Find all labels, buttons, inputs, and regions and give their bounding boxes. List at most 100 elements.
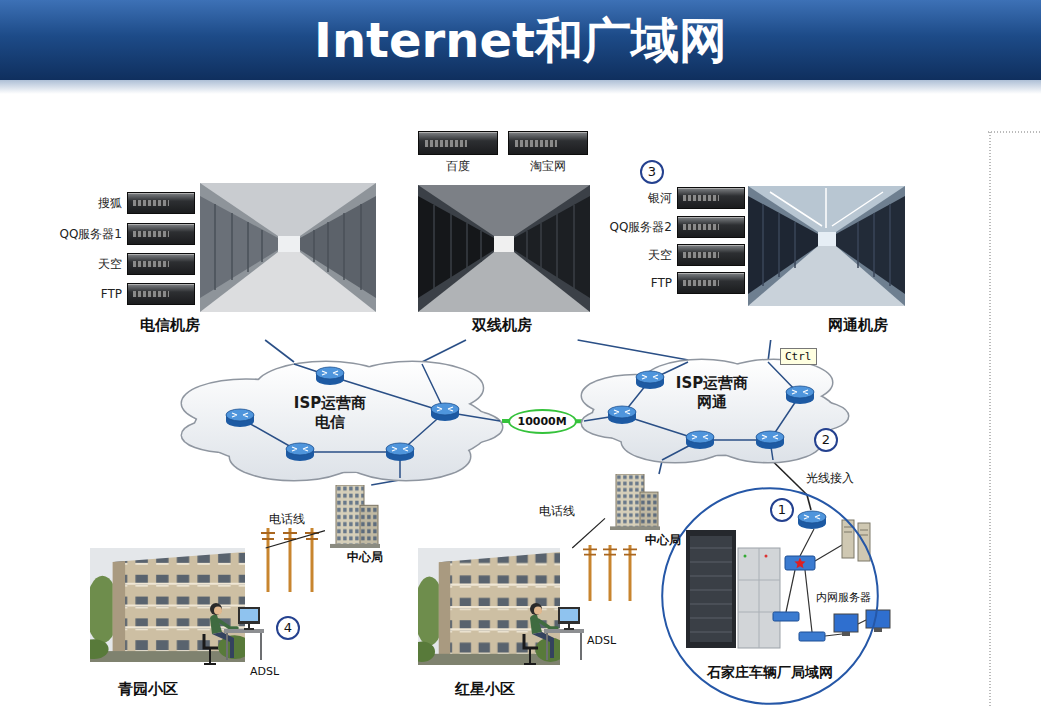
server-icon bbox=[677, 272, 745, 294]
room-photo bbox=[836, 196, 905, 294]
connector bbox=[422, 340, 466, 362]
adsl-user bbox=[524, 603, 584, 664]
edge-label: 电话线 bbox=[267, 512, 307, 527]
server-room-label: 双线机房 bbox=[412, 316, 592, 335]
residential-area: 青园小区 bbox=[88, 548, 275, 700]
central-office: 中心局 bbox=[605, 474, 695, 548]
router-icon bbox=[226, 367, 814, 461]
tooltip: Ctrl bbox=[780, 348, 817, 365]
cloud-fill bbox=[715, 421, 821, 462]
server-room-label: 网通机房 bbox=[828, 316, 888, 335]
telephone-pole bbox=[623, 545, 637, 601]
router-icon bbox=[636, 371, 664, 389]
cloud-outline bbox=[342, 433, 470, 480]
room-photo bbox=[748, 186, 905, 306]
server-room-label: 电信机房 bbox=[140, 316, 200, 335]
server-room: 电信机房 搜狐 QQ服务器1 天空 FTP bbox=[48, 176, 382, 340]
server-label: 天空 bbox=[50, 256, 122, 273]
lan-equipment bbox=[738, 548, 780, 648]
server-label: FTP bbox=[50, 287, 122, 301]
lan-equipment bbox=[773, 612, 799, 621]
room-photo bbox=[278, 236, 300, 252]
device-label: ADSL bbox=[587, 634, 616, 647]
intranet-server: 内网服务器 bbox=[812, 518, 874, 606]
telephone-pole bbox=[583, 545, 597, 601]
cloud-fill bbox=[342, 433, 470, 480]
router-icon bbox=[686, 431, 714, 449]
callout-number: 1 bbox=[770, 498, 794, 522]
adsl-user bbox=[204, 603, 584, 664]
room-photo bbox=[300, 196, 376, 298]
connector bbox=[572, 518, 605, 548]
apartment-photo bbox=[409, 548, 566, 665]
server-icon bbox=[127, 253, 195, 275]
server: 百度 bbox=[418, 131, 498, 181]
router-icon bbox=[226, 409, 254, 427]
room-photo bbox=[200, 183, 376, 312]
telephone-pole bbox=[283, 528, 297, 592]
cloud-fill bbox=[182, 419, 272, 452]
server: QQ服务器1 bbox=[50, 222, 195, 246]
room-photo bbox=[215, 204, 361, 290]
room-photo bbox=[770, 188, 883, 228]
lan-equipment bbox=[874, 628, 882, 632]
callout-number: 3 bbox=[640, 160, 664, 184]
router-icon bbox=[316, 367, 344, 385]
server-label: QQ服务器2 bbox=[600, 219, 672, 236]
lan-equipment bbox=[798, 511, 826, 529]
central-office-building bbox=[330, 485, 380, 548]
lan-equipment bbox=[686, 530, 736, 648]
lan-equipment bbox=[765, 555, 768, 558]
edge-label: 光线接入 bbox=[804, 471, 856, 486]
telephone-pole bbox=[305, 528, 319, 592]
room-photo bbox=[763, 204, 890, 286]
router-icon bbox=[431, 403, 459, 421]
cloud-outline bbox=[715, 421, 821, 462]
server-label: QQ服务器1 bbox=[50, 226, 122, 243]
server-icon bbox=[127, 223, 195, 245]
room-photo bbox=[434, 205, 574, 290]
central-office-label: 中心局 bbox=[347, 549, 383, 566]
server: 天空 bbox=[600, 243, 745, 267]
cloud-outline bbox=[182, 362, 502, 480]
callout-number: 2 bbox=[814, 428, 838, 452]
header-bar bbox=[0, 0, 1041, 80]
telephone-pole bbox=[603, 545, 617, 601]
server-label: 百度 bbox=[418, 158, 498, 175]
title: Internet和广域网 bbox=[0, 0, 1041, 80]
edge-label: 10000M bbox=[508, 409, 577, 434]
lan-equipment bbox=[794, 558, 805, 569]
isp-cloud-label: ISP运营商 电信 bbox=[288, 394, 372, 432]
connector bbox=[265, 340, 294, 362]
router-icon bbox=[386, 443, 414, 461]
room-photo bbox=[418, 185, 590, 312]
residential-area-label: 青园小区 bbox=[118, 680, 178, 699]
central-office-building bbox=[330, 474, 660, 548]
router-link bbox=[240, 362, 800, 478]
server: 搜狐 bbox=[50, 191, 195, 215]
server-icon bbox=[508, 131, 588, 155]
room-photo bbox=[418, 185, 590, 312]
connector bbox=[659, 462, 662, 474]
intranet-server-label: 内网服务器 bbox=[812, 590, 874, 605]
server: 天空 bbox=[50, 252, 195, 276]
cloud-fill bbox=[182, 362, 502, 480]
server-label: FTP bbox=[600, 276, 672, 290]
telephone-pole bbox=[261, 528, 637, 601]
residential-area-label: 红星小区 bbox=[455, 680, 515, 699]
cloud-outline bbox=[182, 419, 272, 452]
server: FTP bbox=[50, 282, 195, 306]
server-icon bbox=[677, 216, 745, 238]
server: QQ服务器2 bbox=[600, 215, 745, 239]
router-link bbox=[584, 362, 800, 460]
room-photo bbox=[200, 196, 278, 298]
header-bar bbox=[0, 0, 1041, 94]
server-icon bbox=[677, 187, 745, 209]
server-label: 天空 bbox=[600, 247, 672, 264]
lan-equipment bbox=[690, 548, 732, 632]
